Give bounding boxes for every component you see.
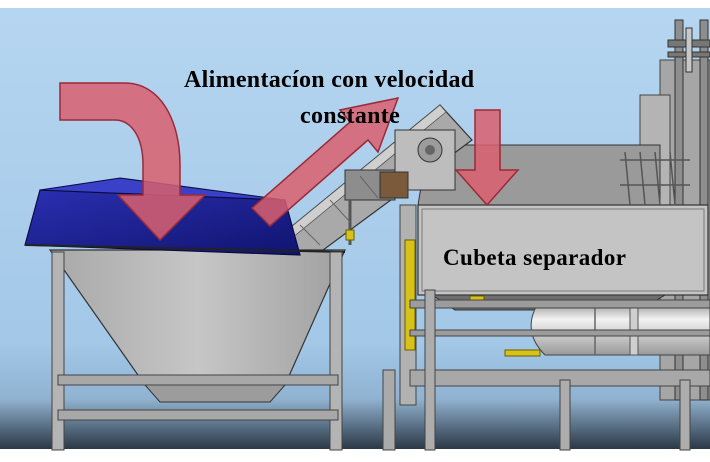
inclined-conveyor (261, 104, 473, 271)
feed-label-line1: Alimentacíon con velocidad (184, 67, 475, 93)
down-arrow-icon (454, 109, 520, 207)
feed-label-line2: constante (300, 103, 401, 129)
tank-label: Cubeta separador (443, 245, 627, 270)
curved-arrow-icon (59, 82, 207, 242)
diagonal-arrow-icon (250, 96, 400, 228)
floor-shadow (0, 400, 710, 457)
